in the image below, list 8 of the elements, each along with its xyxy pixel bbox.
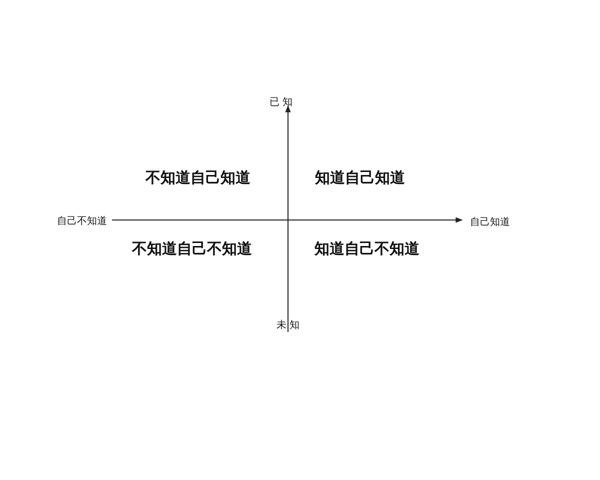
axis-label: 未 知 — [276, 318, 300, 332]
quadrant-label: 不知道自己不知道 — [132, 240, 252, 258]
axis-label: 自己知道 — [470, 216, 510, 229]
axis-label: 自己不知道 — [57, 215, 107, 228]
axis-label: 已 知 — [269, 96, 293, 109]
quadrant-label: 知道自己不知道 — [314, 240, 420, 258]
quadrant-label: 不知道自己知道 — [146, 168, 250, 188]
quadrant-label: 知道自己知道 — [315, 168, 405, 188]
